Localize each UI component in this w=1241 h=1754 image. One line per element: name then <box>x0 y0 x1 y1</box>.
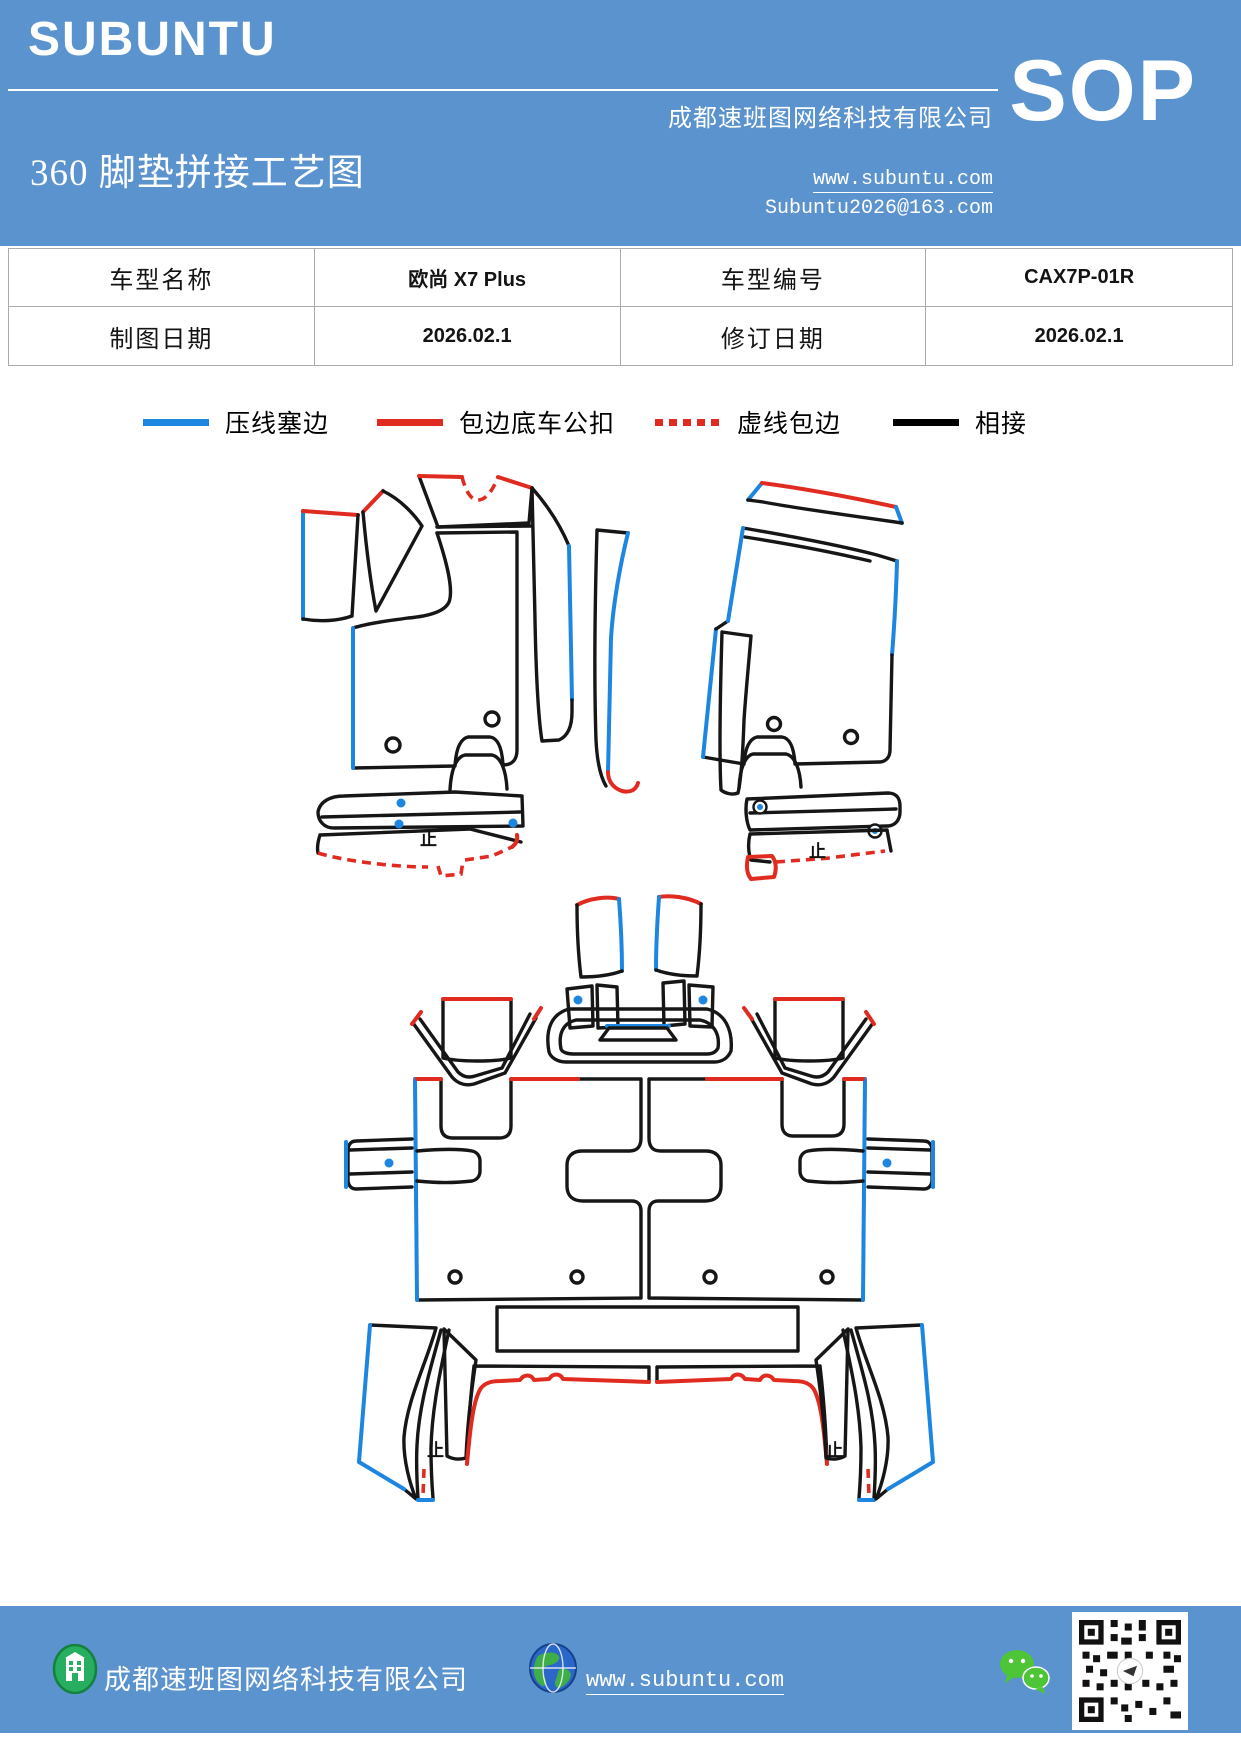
black-line-swatch <box>893 418 959 426</box>
footer-website-link[interactable]: www.subuntu.com <box>586 1668 785 1695</box>
front-left-mat-group <box>301 474 640 878</box>
vehicle-info-table: 车型名称 欧尚 X7 Plus 车型编号 CAX7P-01R 制图日期 2026… <box>8 248 1233 366</box>
model-name-label: 车型名称 <box>9 249 315 307</box>
blue-line-swatch <box>143 418 209 426</box>
header-company-name: 成都速班图网络科技有限公司 <box>668 106 993 132</box>
header-website-link[interactable]: www.subuntu.com <box>812 168 993 193</box>
draw-date-value: 2026.02.1 <box>315 307 621 365</box>
legend-item-blue: 压线塞边 <box>143 402 329 442</box>
page-title: 360 脚垫拼接工艺图 <box>30 153 365 194</box>
legend-item-black: 相接 <box>893 402 1027 442</box>
qr-code <box>1072 1612 1188 1730</box>
header-email: Subuntu2026@163.com <box>764 197 993 220</box>
stop-mark-front-right: 止 <box>809 842 826 861</box>
globe-icon <box>529 1643 577 1693</box>
stop-mark-rear-left: 止 <box>427 1441 444 1460</box>
legend-item-dotted: 虚线包边 <box>655 402 841 442</box>
sop-label: SOP <box>1009 43 1197 139</box>
footer-band: 成都速班图网络科技有限公司 www.subuntu.com <box>0 1606 1241 1733</box>
rear-mat-group <box>344 894 935 1502</box>
line-type-legend: 压线塞边 包边底车公扣 虚线包边 相接 <box>0 402 1241 442</box>
company-building-icon <box>52 1644 98 1694</box>
revision-date-value: 2026.02.1 <box>1034 324 1124 347</box>
stop-mark-rear-right: 止 <box>826 1441 843 1460</box>
header-band: SUBUNTU 360 脚垫拼接工艺图 成都速班图网络科技有限公司 SOP ww… <box>0 0 1241 246</box>
dotted-line-swatch <box>655 418 721 426</box>
footer-company-name: 成都速班图网络科技有限公司 <box>104 1665 468 1695</box>
red-line-swatch <box>377 418 443 426</box>
front-right-mat-group <box>701 481 904 881</box>
wechat-icon <box>1000 1650 1050 1694</box>
model-name-value: 欧尚 X7 Plus <box>314 249 621 307</box>
revision-date-label: 修订日期 <box>621 307 927 365</box>
stop-mark-front-left: 止 <box>420 830 437 849</box>
header-divider <box>8 89 998 91</box>
draw-date-label: 制图日期 <box>9 307 315 365</box>
model-code-label: 车型编号 <box>620 249 927 307</box>
legend-item-red: 包边底车公扣 <box>377 402 615 442</box>
qr-code-pattern <box>1079 1620 1181 1722</box>
brand-logo: SUBUNTU <box>28 13 277 66</box>
model-code-value: CAX7P-01R <box>926 249 1232 307</box>
